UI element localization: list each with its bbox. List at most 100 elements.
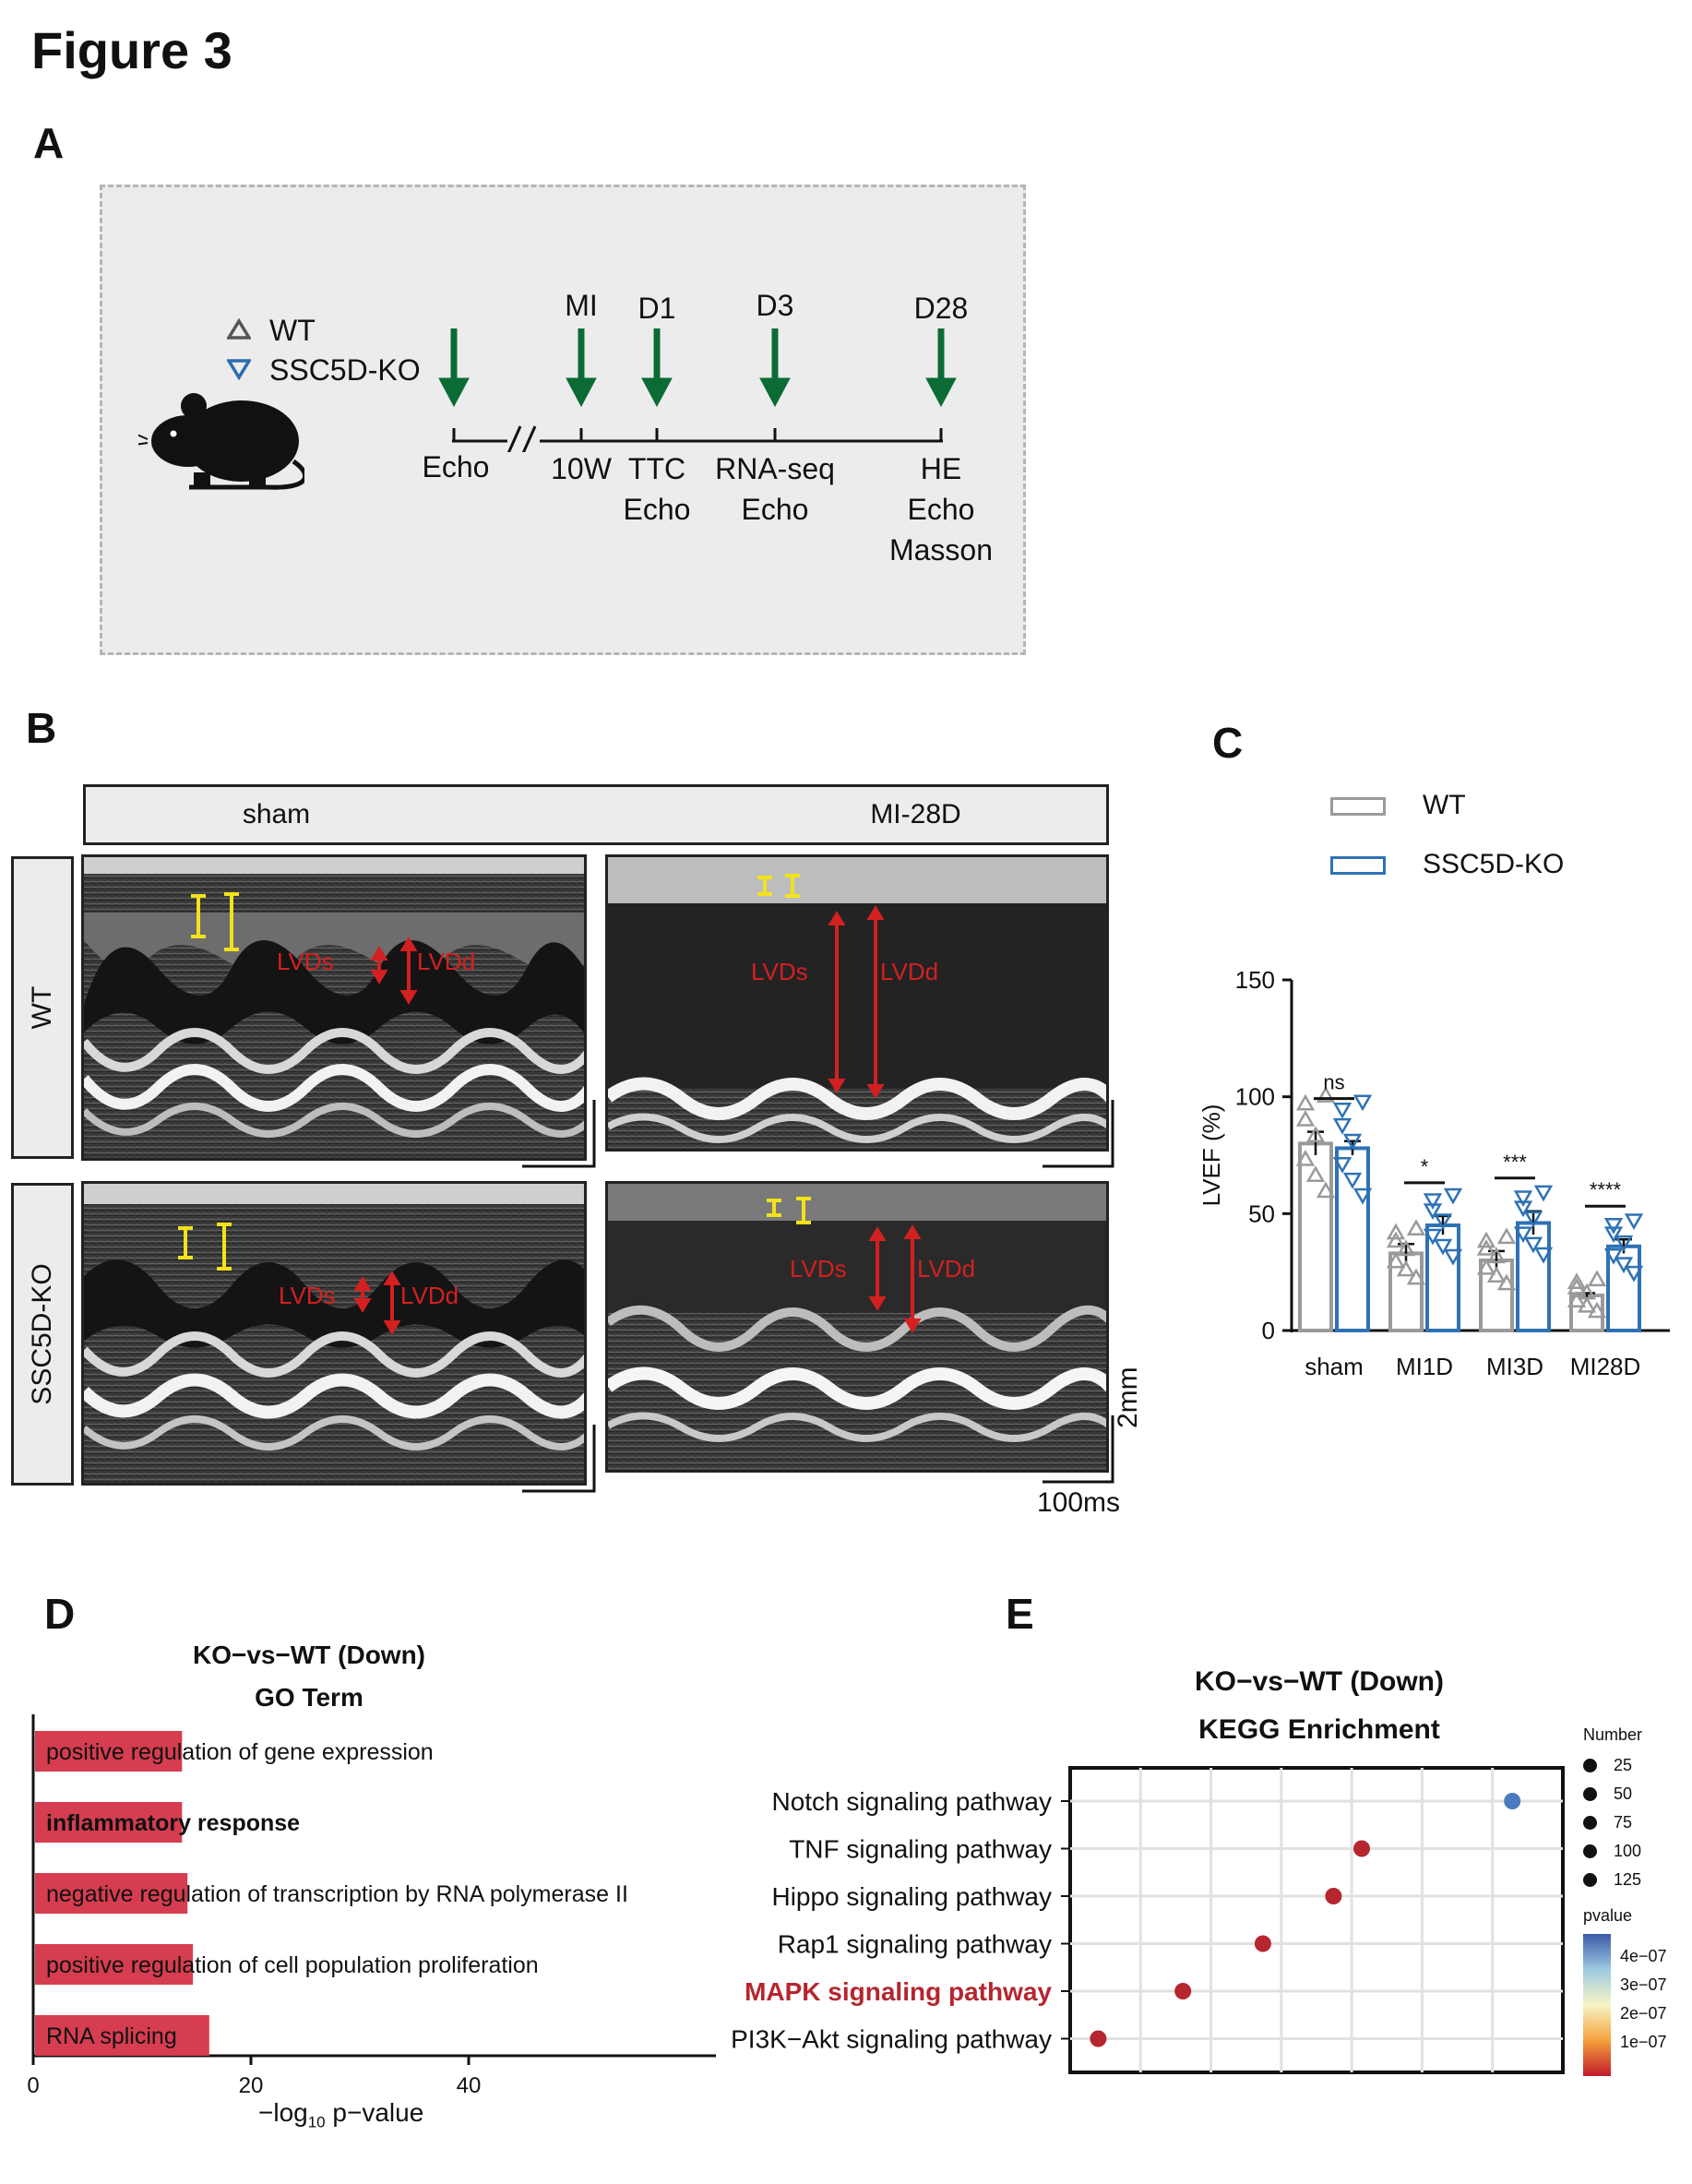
kegg-title-2: KEGG Enrichment [1198, 1714, 1440, 1745]
data-point [1316, 1181, 1336, 1199]
go-term-label: inflammatory response [46, 1810, 300, 1836]
data-point [1614, 1235, 1634, 1252]
data-point [1624, 1265, 1644, 1283]
data-point [1443, 1248, 1463, 1266]
bar-WT-MI3D [1479, 1259, 1514, 1332]
tp-rnaseq-label: RNA-seq [715, 452, 835, 485]
tp-d1-label: D1 [637, 292, 676, 325]
data-point [1624, 1213, 1644, 1231]
data-point [1423, 1203, 1443, 1220]
data-point [1486, 1247, 1507, 1264]
ko-triangle-icon [227, 359, 251, 380]
row-header-wt: WT [27, 985, 57, 1030]
size-legend-dot [1583, 1873, 1597, 1887]
panel-a-letter: A [33, 119, 65, 167]
echo-ko-sham [81, 1181, 587, 1486]
data-point [1316, 1086, 1336, 1103]
significance-label: **** [1590, 1178, 1622, 1201]
data-point [1603, 1226, 1624, 1244]
pathway-dot [1254, 1935, 1271, 1952]
data-point [1386, 1223, 1406, 1240]
tp-echo-label: Echo [422, 450, 490, 483]
go-term-bar-chart: positive regulation of gene expressionin… [27, 1714, 716, 2093]
echo-wt-mi28d [605, 854, 1109, 1152]
size-legend-dot [1583, 1844, 1597, 1858]
panel-e-letter: E [1006, 1590, 1034, 1638]
data-point [1443, 1187, 1463, 1205]
tp-d3-echo-label: Echo [741, 493, 809, 526]
data-point [1533, 1185, 1554, 1202]
go-xlabel: −log10 p−value [258, 2098, 424, 2131]
x-tick-label: MI1D [1396, 1353, 1453, 1380]
tp-he-label: HE [920, 452, 962, 485]
legend-wt-label: WT [269, 314, 316, 347]
size-legend-label: 25 [1614, 1756, 1633, 1774]
data-point [1423, 1193, 1443, 1210]
bar-WT-MI1D [1388, 1251, 1424, 1332]
pathway-dot [1504, 1793, 1521, 1809]
y-tick-label: 0 [1262, 1317, 1275, 1344]
data-point [1577, 1283, 1597, 1300]
legend-c-ko: SSC5D-KO [1423, 849, 1565, 879]
pathway-label: Notch signaling pathway [771, 1787, 1052, 1816]
go-title-1: KO−vs−WT (Down) [192, 1641, 425, 1669]
echo-wt-sham [81, 854, 587, 1161]
bar-SSC5D-KO-sham [1335, 1146, 1370, 1332]
scale-bar-ko-sham [522, 1425, 596, 1493]
row-header-wt-box: WT [11, 856, 74, 1159]
scale-time-label: 100ms [1037, 1487, 1121, 1518]
go-bar [35, 1731, 183, 1772]
data-point [1295, 1093, 1316, 1111]
data-point [1513, 1190, 1533, 1207]
y-tick-label: 100 [1235, 1083, 1275, 1111]
size-legend-label: 50 [1614, 1784, 1633, 1803]
go-bar [35, 1802, 183, 1843]
pathway-label: TNF signaling pathway [789, 1835, 1052, 1864]
y-axis-label: LVEF (%) [1198, 1104, 1225, 1207]
x-tick-label: sham [1305, 1353, 1364, 1380]
pathway-dot [1174, 1983, 1192, 1999]
x-tick-label: 20 [239, 2073, 264, 2093]
data-point [1496, 1273, 1517, 1291]
data-point [1476, 1231, 1496, 1248]
x-tick-label: 0 [27, 2073, 39, 2093]
go-bar [35, 1944, 194, 1985]
data-point [1523, 1211, 1543, 1228]
data-point [1396, 1239, 1416, 1257]
significance-label: ns [1323, 1071, 1344, 1094]
pathway-label: Hippo signaling pathway [771, 1882, 1052, 1911]
scale-bar-ko-mi [1043, 1415, 1114, 1484]
tp-masson-label: Masson [888, 533, 994, 567]
lvdd-label-ko-mi: LVDd [917, 1255, 976, 1283]
tp-d28-echo-label: Echo [907, 493, 975, 526]
size-legend-dot [1583, 1787, 1597, 1801]
data-point [1433, 1238, 1453, 1256]
colorbar-label: 3e−07 [1620, 1975, 1667, 1994]
data-point [1332, 1157, 1352, 1174]
lvds-label-wt-sham: LVDs [277, 948, 334, 975]
data-point [1406, 1268, 1426, 1285]
data-point [1352, 1094, 1373, 1112]
data-point [1486, 1266, 1507, 1283]
go-term-label: positive regulation of cell population p… [46, 1952, 539, 1978]
go-bar [35, 2015, 209, 2056]
data-point [1352, 1187, 1373, 1205]
colorbar-label: 1e−07 [1620, 2033, 1667, 2051]
data-point [1295, 1150, 1316, 1166]
lvdd-label-wt-sham: LVDd [417, 948, 476, 975]
row-header-ko: SSC5D-KO [27, 1263, 57, 1405]
y-tick-label: 50 [1248, 1199, 1275, 1227]
tp-d28-label: D28 [913, 292, 969, 325]
data-point [1567, 1291, 1587, 1307]
legend-ko-label: SSC5D-KO [269, 353, 421, 387]
data-point [1332, 1102, 1352, 1119]
legend-c-wt: WT [1423, 790, 1466, 820]
data-point [1587, 1270, 1607, 1287]
y-tick-label: 150 [1235, 966, 1275, 994]
colorbar-label: 4e−07 [1620, 1947, 1667, 1965]
significance-label: *** [1503, 1151, 1527, 1174]
size-legend: 25 50 75 100 125 [1583, 1751, 1641, 1894]
data-point [1533, 1247, 1554, 1264]
